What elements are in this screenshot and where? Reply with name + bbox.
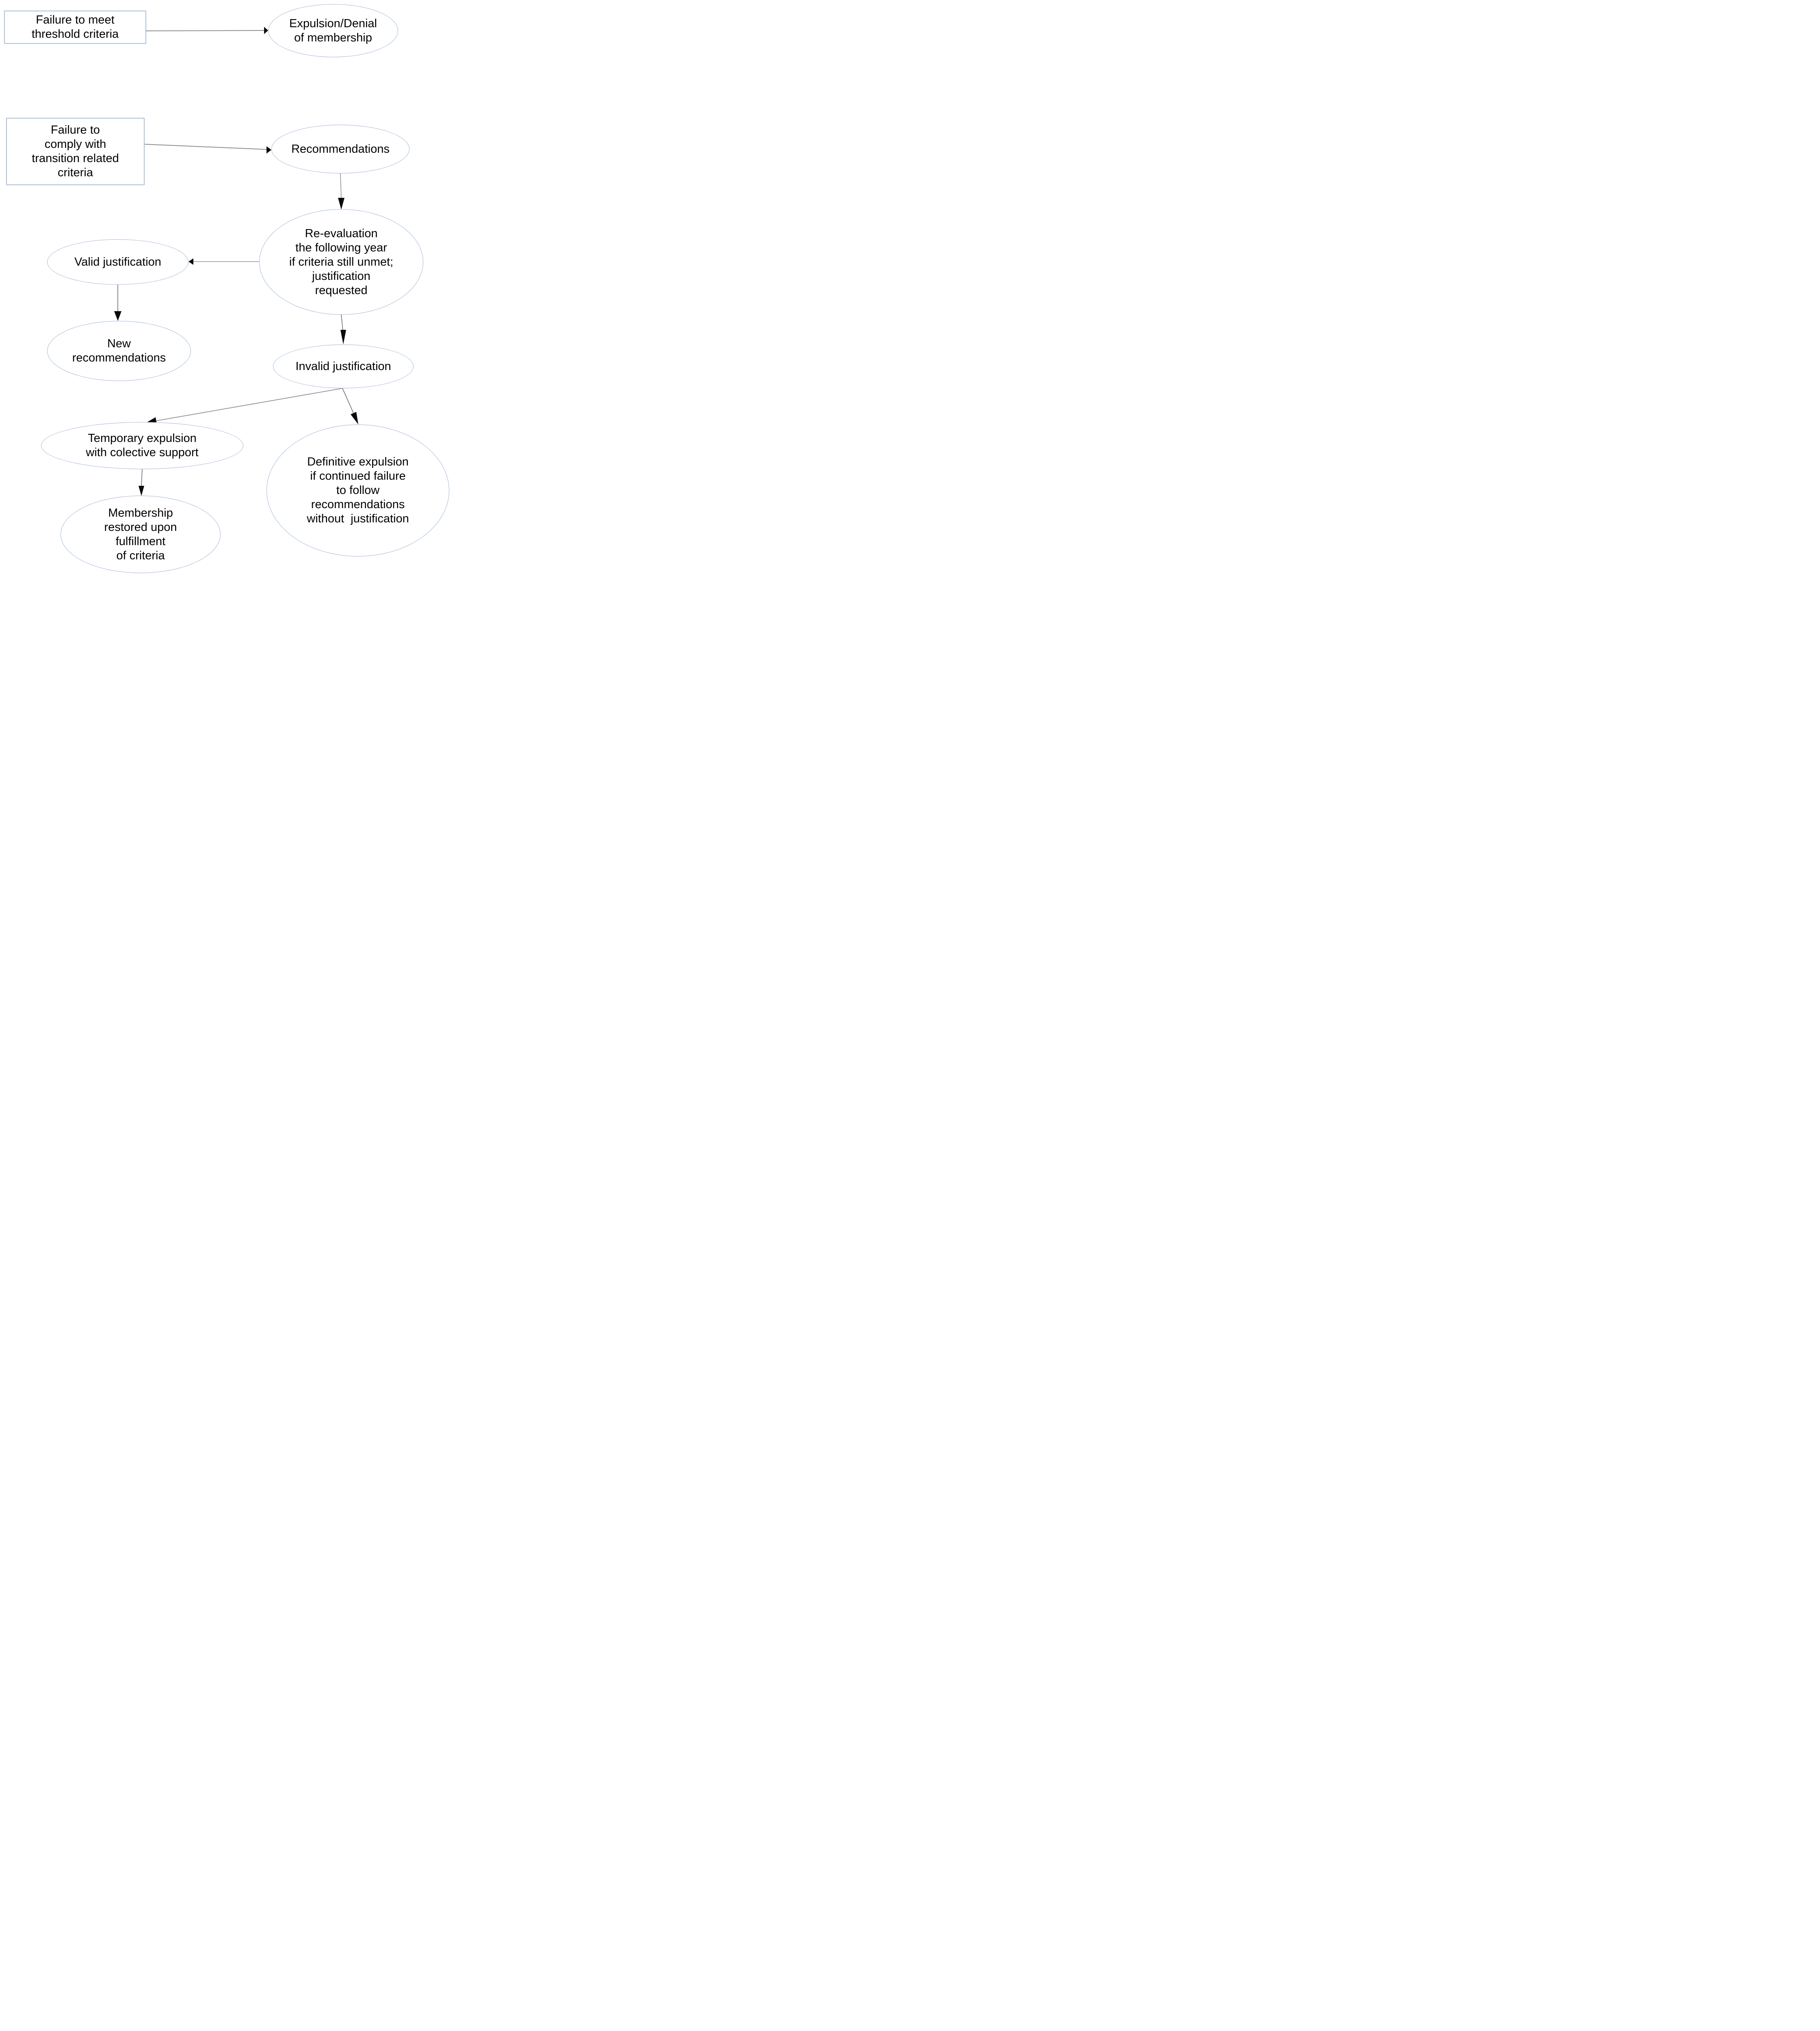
node-new-recommendations: New recommendations (47, 321, 191, 381)
node-reevaluation: Re-evaluation the following year if crit… (259, 209, 423, 315)
node-membership-restored: Membership restored upon fulfillment of … (61, 496, 221, 573)
arrowhead-recommendations (266, 146, 271, 154)
node-label: Re-evaluation the following year if crit… (289, 227, 394, 297)
node-label: Valid justification (74, 255, 161, 268)
arrowhead-invalid-justification (340, 330, 346, 344)
edge-reevaluation-to-invalid (341, 314, 343, 331)
node-temporary-expulsion: Temporary expulsion with colective suppo… (41, 422, 243, 469)
arrowhead-expulsion (264, 27, 268, 34)
node-label: New recommendations (72, 337, 166, 364)
edge-invalid-to-temporary (156, 388, 343, 421)
edge-temporary-to-membership (141, 469, 143, 487)
edge-invalid-to-definitive (342, 388, 354, 414)
node-label: Temporary expulsion with colective suppo… (86, 432, 199, 459)
arrowhead-definitive-expulsion (351, 412, 358, 424)
node-recommendations: Recommendations (271, 125, 410, 173)
node-label: Membership restored upon fulfillment of … (104, 506, 177, 562)
node-expulsion-denial: Expulsion/Denial of membership (268, 4, 398, 57)
node-label: Definitive expulsion if continued failur… (307, 455, 409, 525)
node-failure-threshold-criteria: Failure to meet threshold criteria (4, 11, 146, 44)
arrowhead-membership-restored (139, 486, 144, 496)
node-label: Recommendations (291, 142, 390, 156)
edge-failure-transition-to-recommendations (144, 144, 268, 150)
node-label: Failure to meet threshold criteria (31, 13, 119, 41)
node-valid-justification: Valid justification (47, 239, 188, 285)
node-label: Invalid justification (295, 359, 391, 373)
edge-recommendations-to-reevaluation (340, 173, 342, 199)
edge-failure-threshold-to-expulsion (146, 30, 265, 31)
node-failure-transition-criteria: Failure to comply with transition relate… (6, 118, 145, 185)
node-label: Expulsion/Denial of membership (289, 17, 377, 44)
arrowhead-new-recommendations (114, 311, 121, 321)
node-definitive-expulsion: Definitive expulsion if continued failur… (266, 424, 449, 556)
flowchart-canvas: Failure to meet threshold criteria Expul… (0, 0, 455, 578)
arrowhead-reevaluation (338, 198, 344, 210)
arrowhead-valid-justification (188, 258, 193, 265)
node-invalid-justification: Invalid justification (273, 344, 414, 388)
node-label: Failure to comply with transition relate… (32, 123, 119, 179)
